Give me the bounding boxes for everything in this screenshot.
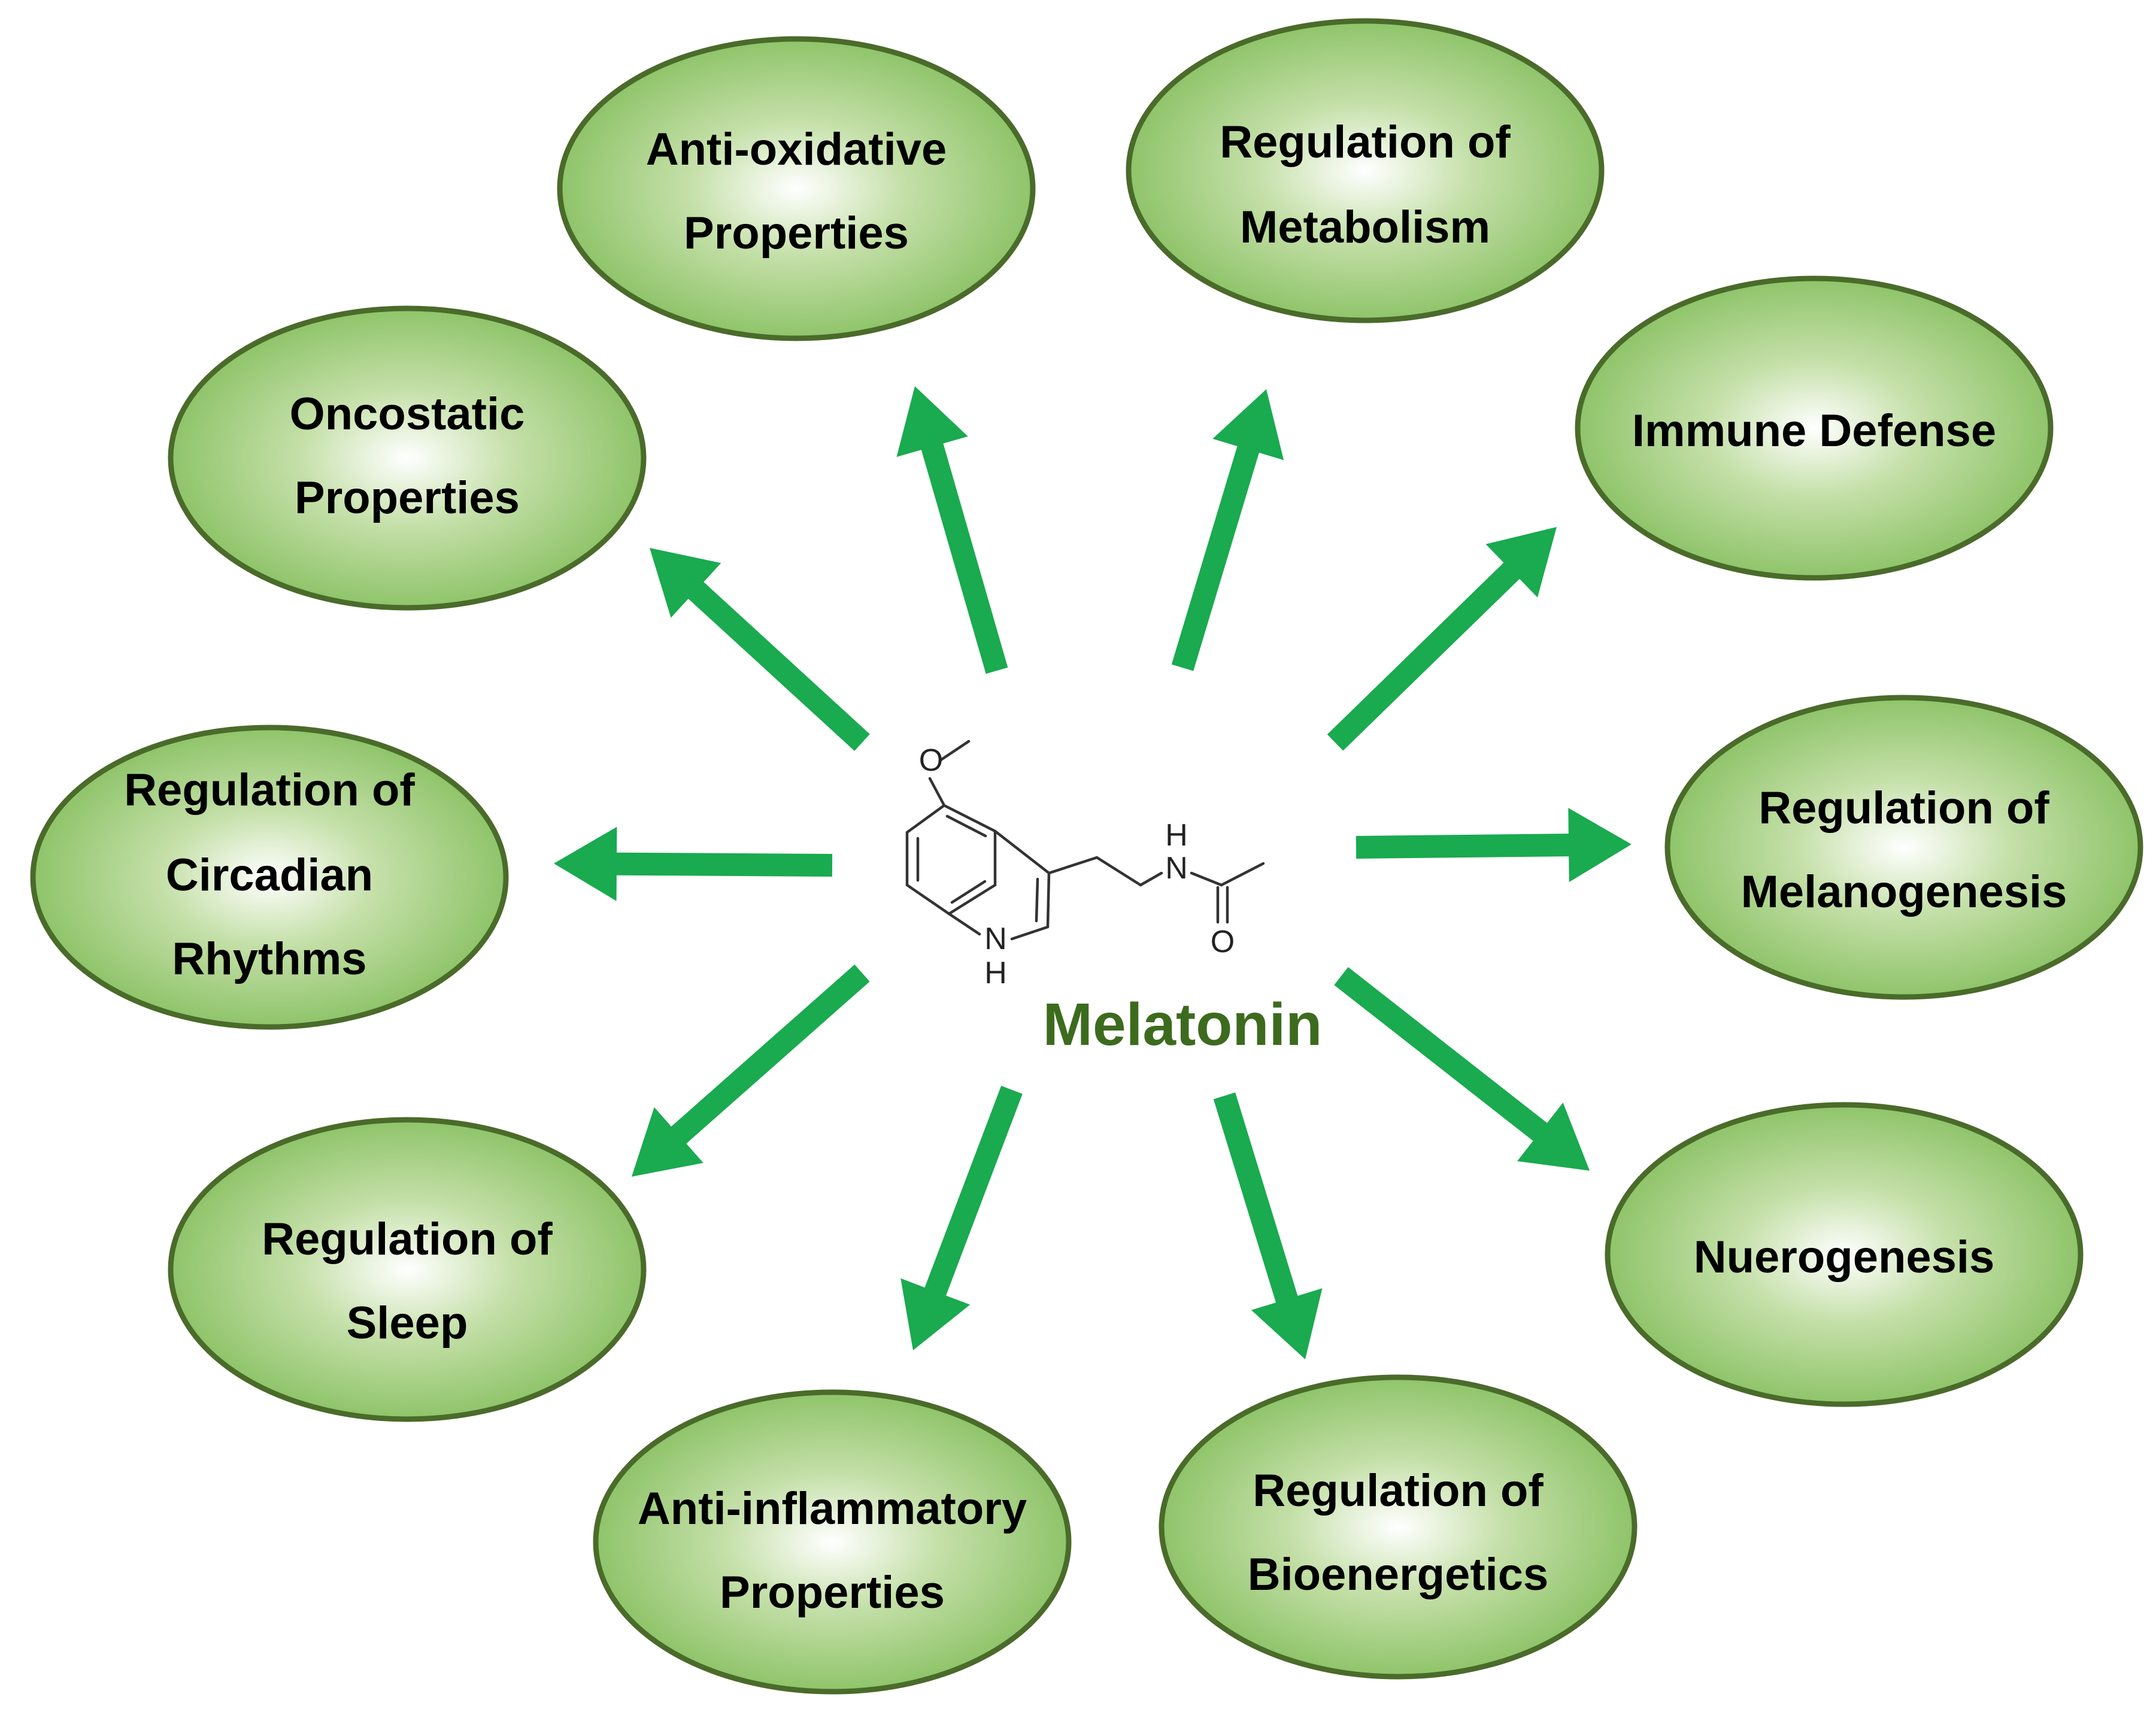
node-nuerogenesis: Nuerogenesis bbox=[1605, 1102, 2084, 1407]
bond bbox=[993, 829, 1051, 875]
node-label-line: Rhythms bbox=[172, 934, 366, 984]
bond bbox=[938, 740, 971, 762]
arrow-to-metabolism bbox=[1171, 389, 1284, 671]
node-sleep: Regulation of Sleep bbox=[168, 1117, 647, 1422]
node-label-line: Bioenergetics bbox=[1248, 1549, 1549, 1600]
arrow-to-circadian bbox=[554, 826, 833, 901]
node-label-line: Circadian bbox=[166, 850, 373, 901]
bond bbox=[1190, 871, 1223, 887]
arrow-to-immune-defense bbox=[1327, 527, 1557, 751]
node-bioenergetics: Regulation of Bioenergetics bbox=[1159, 1374, 1638, 1680]
node-ellipse bbox=[1126, 18, 1605, 323]
bond bbox=[1220, 862, 1265, 887]
node-anti-inflammatory: Anti-inflammatory Properties bbox=[593, 1389, 1072, 1695]
node-label-line: Oncostatic bbox=[290, 389, 525, 440]
bond-double bbox=[950, 880, 987, 904]
node-label-line: Properties bbox=[720, 1567, 945, 1618]
node-label-line: Anti-inflammatory bbox=[638, 1483, 1027, 1534]
bond bbox=[1047, 856, 1099, 875]
arrows-group bbox=[554, 386, 1632, 1359]
node-label-line: Anti-oxidative bbox=[646, 124, 947, 175]
arrow-to-sleep bbox=[632, 964, 870, 1177]
bond bbox=[928, 777, 946, 807]
node-ellipse bbox=[1605, 1102, 2084, 1407]
node-metabolism: Regulation of Metabolism bbox=[1126, 18, 1605, 323]
bond bbox=[1046, 871, 1051, 929]
bond bbox=[1010, 925, 1050, 941]
node-ellipse bbox=[1664, 695, 2143, 1000]
node-label-line: Melanogenesis bbox=[1741, 866, 2067, 917]
atom-hydrogen-amide: H bbox=[1165, 818, 1188, 853]
node-label-line: Sleep bbox=[347, 1298, 468, 1349]
arrow-to-anti-inflammatory bbox=[900, 1086, 1023, 1350]
node-label-line: Regulation of bbox=[262, 1214, 553, 1265]
node-anti-oxidative: Anti-oxidative Properties bbox=[557, 36, 1036, 341]
arrow-to-nuerogenesis bbox=[1334, 967, 1590, 1171]
node-melanogenesis: Regulation of Melanogenesis bbox=[1664, 695, 2143, 1000]
node-label-line: Regulation of bbox=[1253, 1465, 1544, 1516]
bond-double bbox=[1035, 877, 1039, 923]
node-ellipse bbox=[1575, 275, 2054, 581]
arrow-to-oncostatic bbox=[650, 548, 870, 751]
atom-oxygen-methoxy: O bbox=[919, 743, 943, 778]
arrow-to-bioenergetics bbox=[1213, 1092, 1323, 1359]
arrow-to-anti-oxidative bbox=[896, 386, 1008, 674]
node-label-line: Properties bbox=[295, 472, 520, 523]
node-ellipse bbox=[30, 725, 509, 1030]
node-circadian-rhythms: Regulation of Circadian Rhythms bbox=[30, 725, 509, 1030]
node-ellipse bbox=[168, 1117, 647, 1422]
node-ellipse bbox=[593, 1389, 1072, 1695]
node-ellipse bbox=[1159, 1374, 1638, 1680]
node-label-line: Properties bbox=[684, 208, 909, 259]
node-label-line: Immune Defense bbox=[1632, 405, 1996, 456]
bond bbox=[1139, 871, 1163, 887]
node-ellipse bbox=[168, 305, 647, 611]
bond bbox=[947, 912, 981, 936]
node-label-line: Regulation of bbox=[124, 765, 415, 816]
center-label: Melatonin bbox=[1043, 991, 1323, 1058]
melatonin-structure: O N H N H O bbox=[905, 740, 1265, 990]
node-label-line: Metabolism bbox=[1240, 202, 1490, 253]
node-label-line: Regulation of bbox=[1758, 783, 2049, 834]
node-oncostatic: Oncostatic Properties bbox=[168, 305, 647, 611]
node-immune-defense: Immune Defense bbox=[1575, 275, 2054, 581]
atom-hydrogen-indole: H bbox=[984, 956, 1007, 990]
benzene-ring bbox=[905, 804, 997, 916]
node-label-line: Regulation of bbox=[1220, 117, 1511, 168]
atom-oxygen-carbonyl: O bbox=[1211, 925, 1235, 959]
atom-nitrogen-amide: N bbox=[1165, 851, 1188, 886]
node-label-line: Nuerogenesis bbox=[1694, 1232, 1995, 1283]
node-ellipse bbox=[557, 36, 1036, 341]
atom-nitrogen-indole: N bbox=[984, 922, 1007, 956]
bond-double bbox=[945, 814, 987, 838]
bond bbox=[1095, 856, 1142, 887]
arrow-to-melanogenesis bbox=[1356, 808, 1632, 883]
